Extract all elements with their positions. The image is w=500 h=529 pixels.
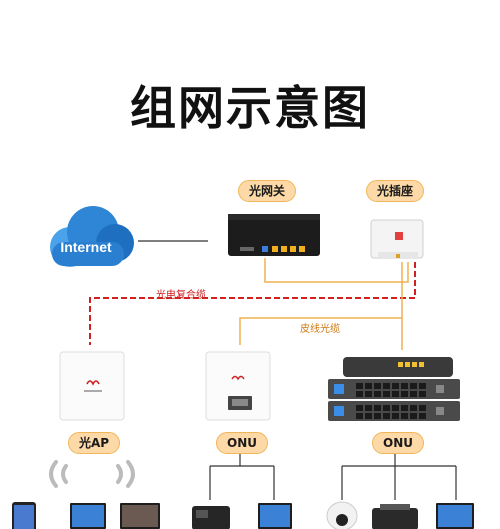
internet-label: Internet	[60, 239, 112, 255]
monitor-icon-2	[436, 503, 474, 529]
onu-label-2: ONU	[372, 432, 424, 454]
phone-icon	[12, 502, 36, 529]
camera-icon	[326, 501, 358, 529]
page-title: 组网示意图	[130, 81, 370, 135]
optical-gateway-label: 光网关	[238, 180, 297, 202]
internet-cloud-icon	[50, 206, 134, 267]
wifi-signal-icon	[49, 460, 135, 488]
onu-switch-stack-device	[328, 357, 460, 421]
optical-socket-device	[370, 219, 424, 259]
drop-cable-line-1	[239, 262, 403, 345]
onu2-branch-lines	[341, 452, 457, 500]
desk-phone-icon	[192, 506, 230, 529]
composite-cable-label: 光电复合缆	[156, 290, 206, 301]
optical-socket-label: 光插座	[366, 180, 425, 202]
onu-label-1: ONU	[216, 432, 268, 454]
optical-gateway-device	[228, 214, 320, 256]
drop-cable-label: 皮线光缆	[300, 324, 340, 335]
onu-panel-device	[205, 351, 271, 421]
laptop-icon	[70, 503, 106, 529]
laptop-icon-2	[120, 503, 160, 529]
gateway-socket-cable	[264, 258, 409, 283]
onu1-branch-lines	[209, 452, 275, 500]
composite-cable-line	[89, 262, 416, 345]
optical-ap-label: 光AP	[68, 432, 121, 454]
printer-icon	[372, 504, 418, 529]
optical-ap-device	[59, 351, 125, 421]
monitor-icon	[258, 503, 292, 529]
